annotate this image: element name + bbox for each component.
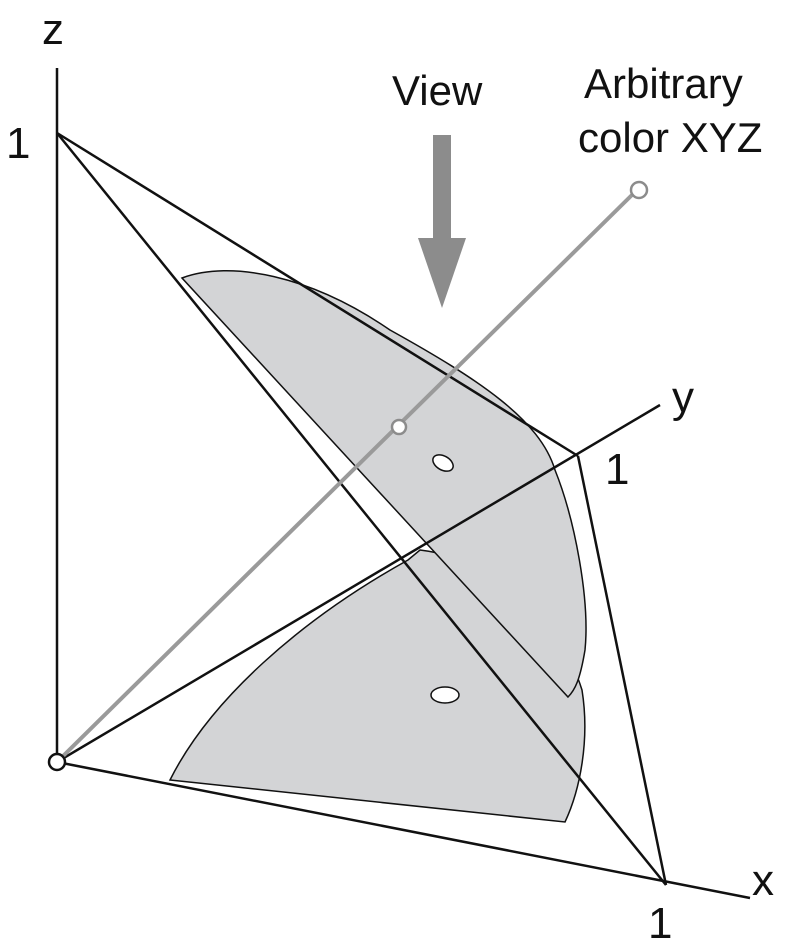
triangle-x-to-z — [56, 132, 667, 886]
triangle-y-to-x — [576, 455, 668, 886]
view-label: View — [392, 67, 483, 114]
color-ray — [55, 189, 638, 764]
arbitrary-color-label-line2: color XYZ — [578, 114, 762, 161]
y-axis-label: y — [672, 373, 694, 422]
arbitrary-color-label-line1: Arbitrary — [584, 60, 743, 107]
x-axis — [56, 760, 751, 900]
view-arrow-icon — [418, 135, 466, 308]
plane-intersection-marker — [390, 418, 408, 436]
y-tick-label: 1 — [605, 445, 629, 494]
x-tick-label: 1 — [648, 899, 672, 942]
x-axis-label: x — [752, 856, 774, 905]
z-tick-label: 1 — [6, 119, 30, 168]
z-axis-label: z — [42, 5, 64, 54]
upper-white-point — [432, 454, 454, 472]
triangle-z-to-y — [56, 131, 579, 458]
arbitrary-color-marker — [629, 180, 649, 200]
upper-gamut-region — [180, 270, 587, 699]
lower-white-point — [430, 686, 460, 704]
y-axis — [56, 403, 661, 764]
origin-marker — [47, 752, 67, 772]
